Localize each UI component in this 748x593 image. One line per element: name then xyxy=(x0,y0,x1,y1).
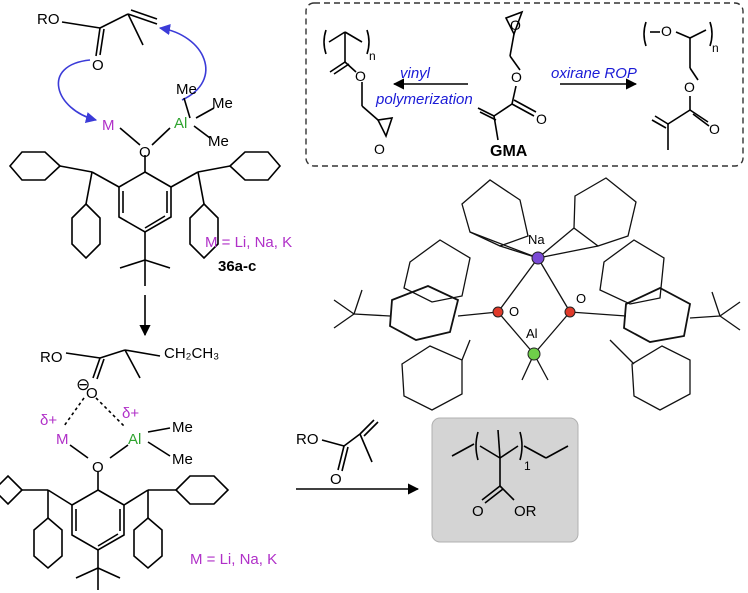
bottom-me-1: Me xyxy=(172,419,193,436)
right-backbone-o: O xyxy=(661,23,672,39)
na-atom-label: Na xyxy=(528,232,545,247)
rop-label: oxirane ROP xyxy=(551,65,637,82)
crystal-atoms xyxy=(492,251,576,361)
bottom-ester-label: RO xyxy=(40,349,63,366)
left-epoxide-o: O xyxy=(374,141,385,157)
top-aryloxy-o: O xyxy=(139,144,151,161)
vinyl-label: vinyl xyxy=(400,65,431,82)
al-atom-label: Al xyxy=(526,326,538,341)
bottom-aryloxy-o: O xyxy=(92,459,104,476)
polymerization-label: polymerization xyxy=(375,91,473,108)
monomer xyxy=(321,419,379,472)
o-atom-label-right: O xyxy=(576,291,586,306)
compound-label: 36a-c xyxy=(218,258,256,275)
repeat-n-label: n xyxy=(369,49,376,63)
product-structure xyxy=(451,429,569,504)
top-ester-label: RO xyxy=(37,11,60,28)
top-me-1: Me xyxy=(176,81,197,98)
monomer-ester-label: RO xyxy=(296,431,319,448)
right-ester-o: O xyxy=(684,79,695,95)
product-carbonyl-o: O xyxy=(472,503,484,520)
delta-al: δ+ xyxy=(122,405,139,422)
delta-metal: δ+ xyxy=(40,412,57,429)
gma-label: GMA xyxy=(490,143,528,160)
top-me-3: Me xyxy=(208,133,229,150)
crystal-structure xyxy=(333,177,741,411)
product-repeat-label: 1 xyxy=(524,459,531,473)
gma-ester-o: O xyxy=(511,69,522,85)
bottom-me-2: Me xyxy=(172,451,193,468)
top-metals-label: M = Li, Na, K xyxy=(205,234,292,251)
bottom-metals-label: M = Li, Na, K xyxy=(190,551,277,568)
bottom-chain-label: CH₂CH₃ xyxy=(164,345,219,362)
bottom-complex xyxy=(0,349,230,590)
gma-epoxide-o: O xyxy=(510,17,521,33)
top-carbonyl-o: O xyxy=(92,57,104,74)
gma-carbonyl-o: O xyxy=(536,111,547,127)
monomer-carbonyl-o: O xyxy=(330,471,342,488)
bottom-metal-label: M xyxy=(56,431,69,448)
top-metal-label: M xyxy=(102,117,115,134)
anion-symbol: ⊖ xyxy=(76,375,90,394)
left-ester-o: O xyxy=(355,68,366,84)
gma-box xyxy=(305,2,744,167)
top-al-label: Al xyxy=(174,115,187,132)
right-carbonyl-o: O xyxy=(709,121,720,137)
product-box xyxy=(431,417,579,543)
repeat-n-right: n xyxy=(712,41,719,55)
bottom-al-label: Al xyxy=(128,431,141,448)
top-complex xyxy=(8,9,282,286)
o-atom-label-left: O xyxy=(509,304,519,319)
product-ester-label: OR xyxy=(514,503,537,520)
gma-structures xyxy=(323,10,713,150)
enolate-o: O xyxy=(86,385,98,402)
top-me-2: Me xyxy=(212,95,233,112)
